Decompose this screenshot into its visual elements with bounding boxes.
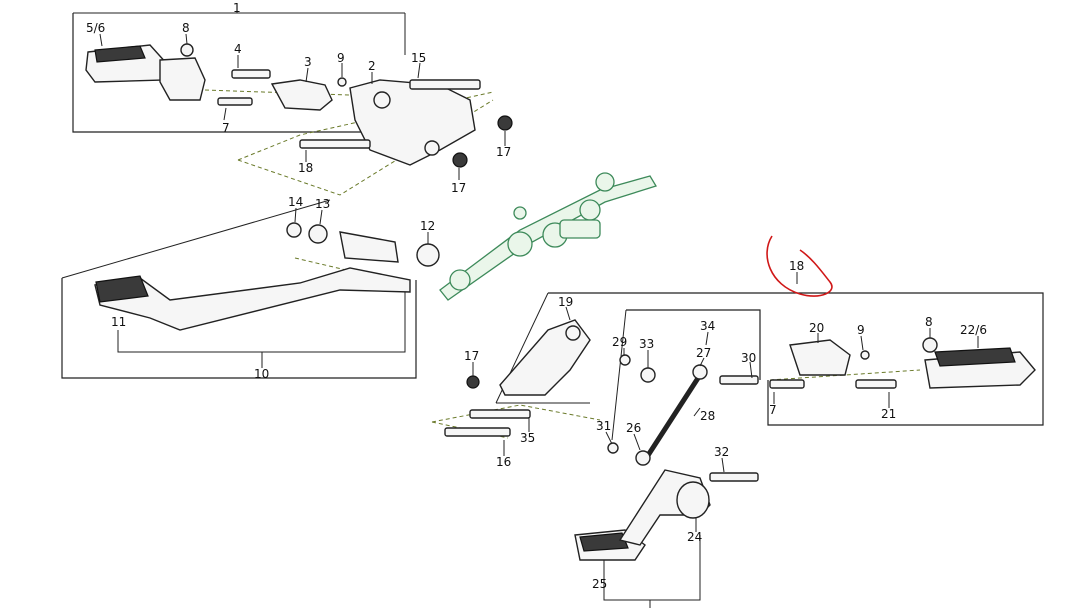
label-29: 29 [612,335,627,349]
label-10: 10 [254,367,269,381]
label-5-6: 5/6 [86,21,105,35]
label-33: 33 [639,337,654,351]
brake-pedal-assembly [94,222,440,331]
footrest-right-assembly [769,337,1036,389]
label-21: 21 [881,407,896,421]
label-4: 4 [234,42,242,56]
label-25: 25 [592,577,607,591]
label-30: 30 [741,351,756,365]
label-1: 1 [233,1,241,15]
label-19: 19 [558,295,573,309]
label-28: 28 [700,409,715,423]
label-16: 16 [496,455,511,469]
label-17-c: 17 [464,349,479,363]
label-27: 27 [696,346,711,360]
label-24: 24 [687,530,702,544]
part-labels: 1 5/6 8 4 3 9 2 15 7 17 18 17 14 13 12 1… [86,1,987,591]
label-18-marked: 18 [789,259,804,273]
label-17-a: 17 [496,145,511,159]
label-17-b: 17 [451,181,466,195]
label-8-right: 8 [925,315,933,329]
highlight-circle [766,235,833,297]
label-9-top: 9 [337,51,345,65]
label-2: 2 [368,59,376,73]
group-frame-10 [61,199,417,379]
group-frame-1 [72,8,406,133]
label-26: 26 [626,421,641,435]
gear-shaft-linkage [439,172,657,301]
label-35: 35 [520,431,535,445]
label-15: 15 [411,51,426,65]
leader-lines [99,33,979,532]
label-13: 13 [315,197,330,211]
label-34: 34 [700,319,715,333]
label-9-right: 9 [857,323,865,337]
label-8-top: 8 [182,21,190,35]
label-18-top: 18 [298,161,313,175]
label-22-6: 22/6 [960,323,987,337]
label-7-right: 7 [769,403,777,417]
label-7-top: 7 [222,121,230,135]
bracket-and-rod [444,319,759,561]
label-11: 11 [111,315,126,329]
label-32: 32 [714,445,729,459]
label-20: 20 [809,321,824,335]
label-14: 14 [288,195,303,209]
footrest-left-assembly [85,43,513,168]
label-3: 3 [304,55,312,69]
label-31: 31 [596,419,611,433]
label-12: 12 [420,219,435,233]
